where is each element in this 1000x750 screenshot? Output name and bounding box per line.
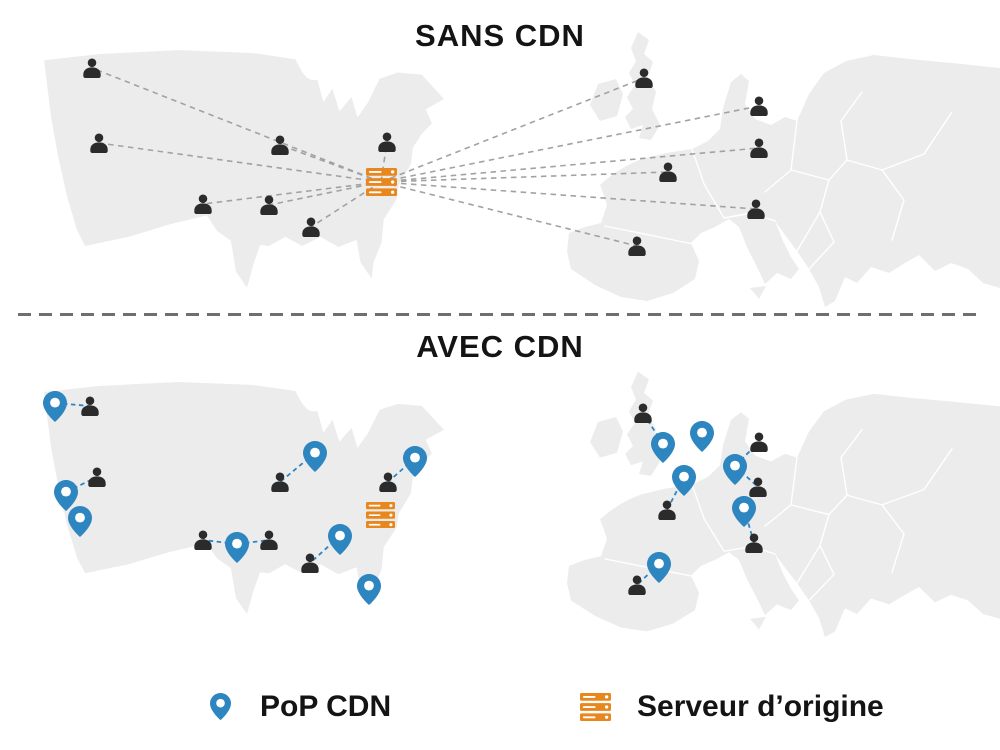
origin-server-icon xyxy=(580,692,611,722)
user-icon xyxy=(81,58,103,79)
user-icon xyxy=(258,530,280,551)
user-icon xyxy=(656,500,678,521)
section-divider xyxy=(18,313,980,316)
section-title-without-cdn: SANS CDN xyxy=(415,18,585,53)
user-icon xyxy=(748,138,770,159)
pop-pin-icon xyxy=(672,465,696,496)
pop-pin-icon xyxy=(43,391,67,422)
user-icon xyxy=(300,217,322,238)
section-title-with-cdn: AVEC CDN xyxy=(416,329,584,364)
pop-pin-icon xyxy=(647,552,671,583)
pop-pin-icon xyxy=(225,532,249,563)
legend-item-origin-server: Serveur d’origine xyxy=(580,692,884,722)
legend-item-pop-cdn: PoP CDN xyxy=(210,692,391,722)
user-icon xyxy=(745,199,767,220)
legend-origin-label: Serveur d’origine xyxy=(637,690,884,723)
user-icon xyxy=(748,96,770,117)
pop-pin-icon xyxy=(651,432,675,463)
user-icon xyxy=(192,194,214,215)
pop-pin-icon xyxy=(303,441,327,472)
user-icon xyxy=(269,135,291,156)
user-icon xyxy=(79,396,101,417)
user-icon xyxy=(377,472,399,493)
origin-server-icon xyxy=(365,168,397,197)
user-icon xyxy=(269,472,291,493)
pop-pin-icon xyxy=(357,574,381,605)
origin-server-icon xyxy=(365,502,395,529)
pop-pin-icon xyxy=(732,496,756,527)
user-icon xyxy=(299,553,321,574)
user-icon xyxy=(192,530,214,551)
user-icon xyxy=(747,477,769,498)
user-icon xyxy=(633,68,655,89)
pop-pin-icon xyxy=(68,506,92,537)
user-icon xyxy=(258,195,280,216)
user-icon xyxy=(632,403,654,424)
pop-pin-icon xyxy=(210,693,231,721)
pop-pin-icon xyxy=(690,421,714,452)
user-icon xyxy=(626,575,648,596)
user-icon xyxy=(626,236,648,257)
pop-pin-icon xyxy=(328,524,352,555)
user-icon xyxy=(86,467,108,488)
user-icon xyxy=(748,432,770,453)
user-icon xyxy=(376,132,398,153)
user-icon xyxy=(657,162,679,183)
legend-pop-label: PoP CDN xyxy=(260,690,392,723)
pop-pin-icon xyxy=(403,446,427,477)
user-icon xyxy=(88,133,110,154)
pop-pin-icon xyxy=(723,454,747,485)
user-icon xyxy=(743,533,765,554)
